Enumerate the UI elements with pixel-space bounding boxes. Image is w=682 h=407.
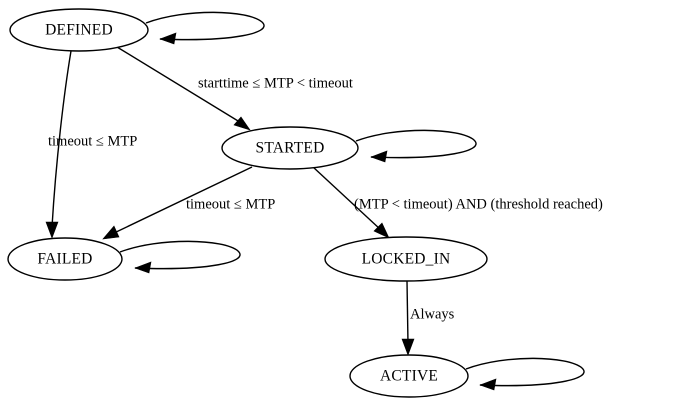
active-self-loop[interactable]: [465, 357, 585, 391]
edge-label-defined-to-failed: timeout ≤ MTP: [48, 133, 137, 149]
failed-self-loop[interactable]: [119, 240, 241, 274]
edge-label-started-to-locked-in: (MTP < timeout) AND (threshold reached): [354, 196, 603, 212]
edge-label-group: starttime ≤ MTP < timeout timeout ≤ MTP …: [48, 75, 603, 322]
started-self-loop-arrowhead: [370, 150, 388, 163]
node-locked-in-ellipse: [324, 236, 488, 282]
edge-started-to-failed-path: [111, 166, 253, 235]
node-group: DEFINED STARTED FAILED LOCKED_IN ACTIVE: [7, 8, 488, 398]
node-started-label: STARTED: [256, 140, 325, 157]
self-loop-group: [119, 11, 585, 391]
transition-edge-group: [45, 46, 415, 356]
edge-defined-to-started-arrowhead: [233, 116, 251, 131]
edge-label-started-to-failed: timeout ≤ MTP: [186, 196, 275, 212]
node-defined-label: DEFINED: [45, 22, 113, 39]
edge-defined-to-failed-arrowhead: [45, 221, 59, 239]
edge-label-defined-to-started: starttime ≤ MTP < timeout: [198, 75, 353, 91]
edge-locked-in-to-active[interactable]: [401, 280, 415, 356]
defined-self-loop-arrowhead: [159, 32, 177, 45]
active-self-loop-arrowhead: [479, 378, 497, 391]
edge-started-to-locked-in[interactable]: [312, 166, 390, 239]
node-defined[interactable]: DEFINED: [9, 8, 149, 52]
node-defined-ellipse: [9, 8, 149, 52]
failed-self-loop-path: [119, 240, 241, 270]
active-self-loop-path: [465, 357, 585, 387]
edge-locked-in-to-active-arrowhead: [401, 338, 415, 356]
edge-started-to-locked-in-path: [312, 166, 382, 231]
edge-label-locked-in-to-active: Always: [410, 306, 455, 322]
node-locked-in-label: LOCKED_IN: [362, 251, 451, 268]
failed-self-loop-arrowhead: [134, 261, 152, 274]
node-failed[interactable]: FAILED: [7, 237, 123, 281]
edge-started-to-failed-arrowhead: [102, 225, 120, 240]
edge-defined-to-started-path: [116, 46, 244, 125]
node-started[interactable]: STARTED: [221, 126, 359, 170]
node-failed-ellipse: [7, 237, 123, 281]
edge-started-to-failed[interactable]: [102, 166, 253, 240]
edge-defined-to-started[interactable]: [116, 46, 251, 131]
defined-self-loop[interactable]: [145, 11, 265, 45]
edge-defined-to-failed-path: [51, 50, 72, 228]
edge-defined-to-failed[interactable]: [45, 50, 72, 239]
node-locked-in[interactable]: LOCKED_IN: [324, 236, 488, 282]
node-started-ellipse: [221, 126, 359, 170]
node-active[interactable]: ACTIVE: [349, 354, 469, 398]
defined-self-loop-path: [145, 11, 265, 41]
edge-started-to-locked-in-arrowhead: [373, 222, 390, 239]
node-active-ellipse: [349, 354, 469, 398]
started-self-loop-path: [355, 129, 477, 159]
node-failed-label: FAILED: [37, 251, 92, 268]
node-active-label: ACTIVE: [380, 368, 438, 385]
started-self-loop[interactable]: [355, 129, 477, 163]
edge-locked-in-to-active-path: [406, 280, 409, 345]
